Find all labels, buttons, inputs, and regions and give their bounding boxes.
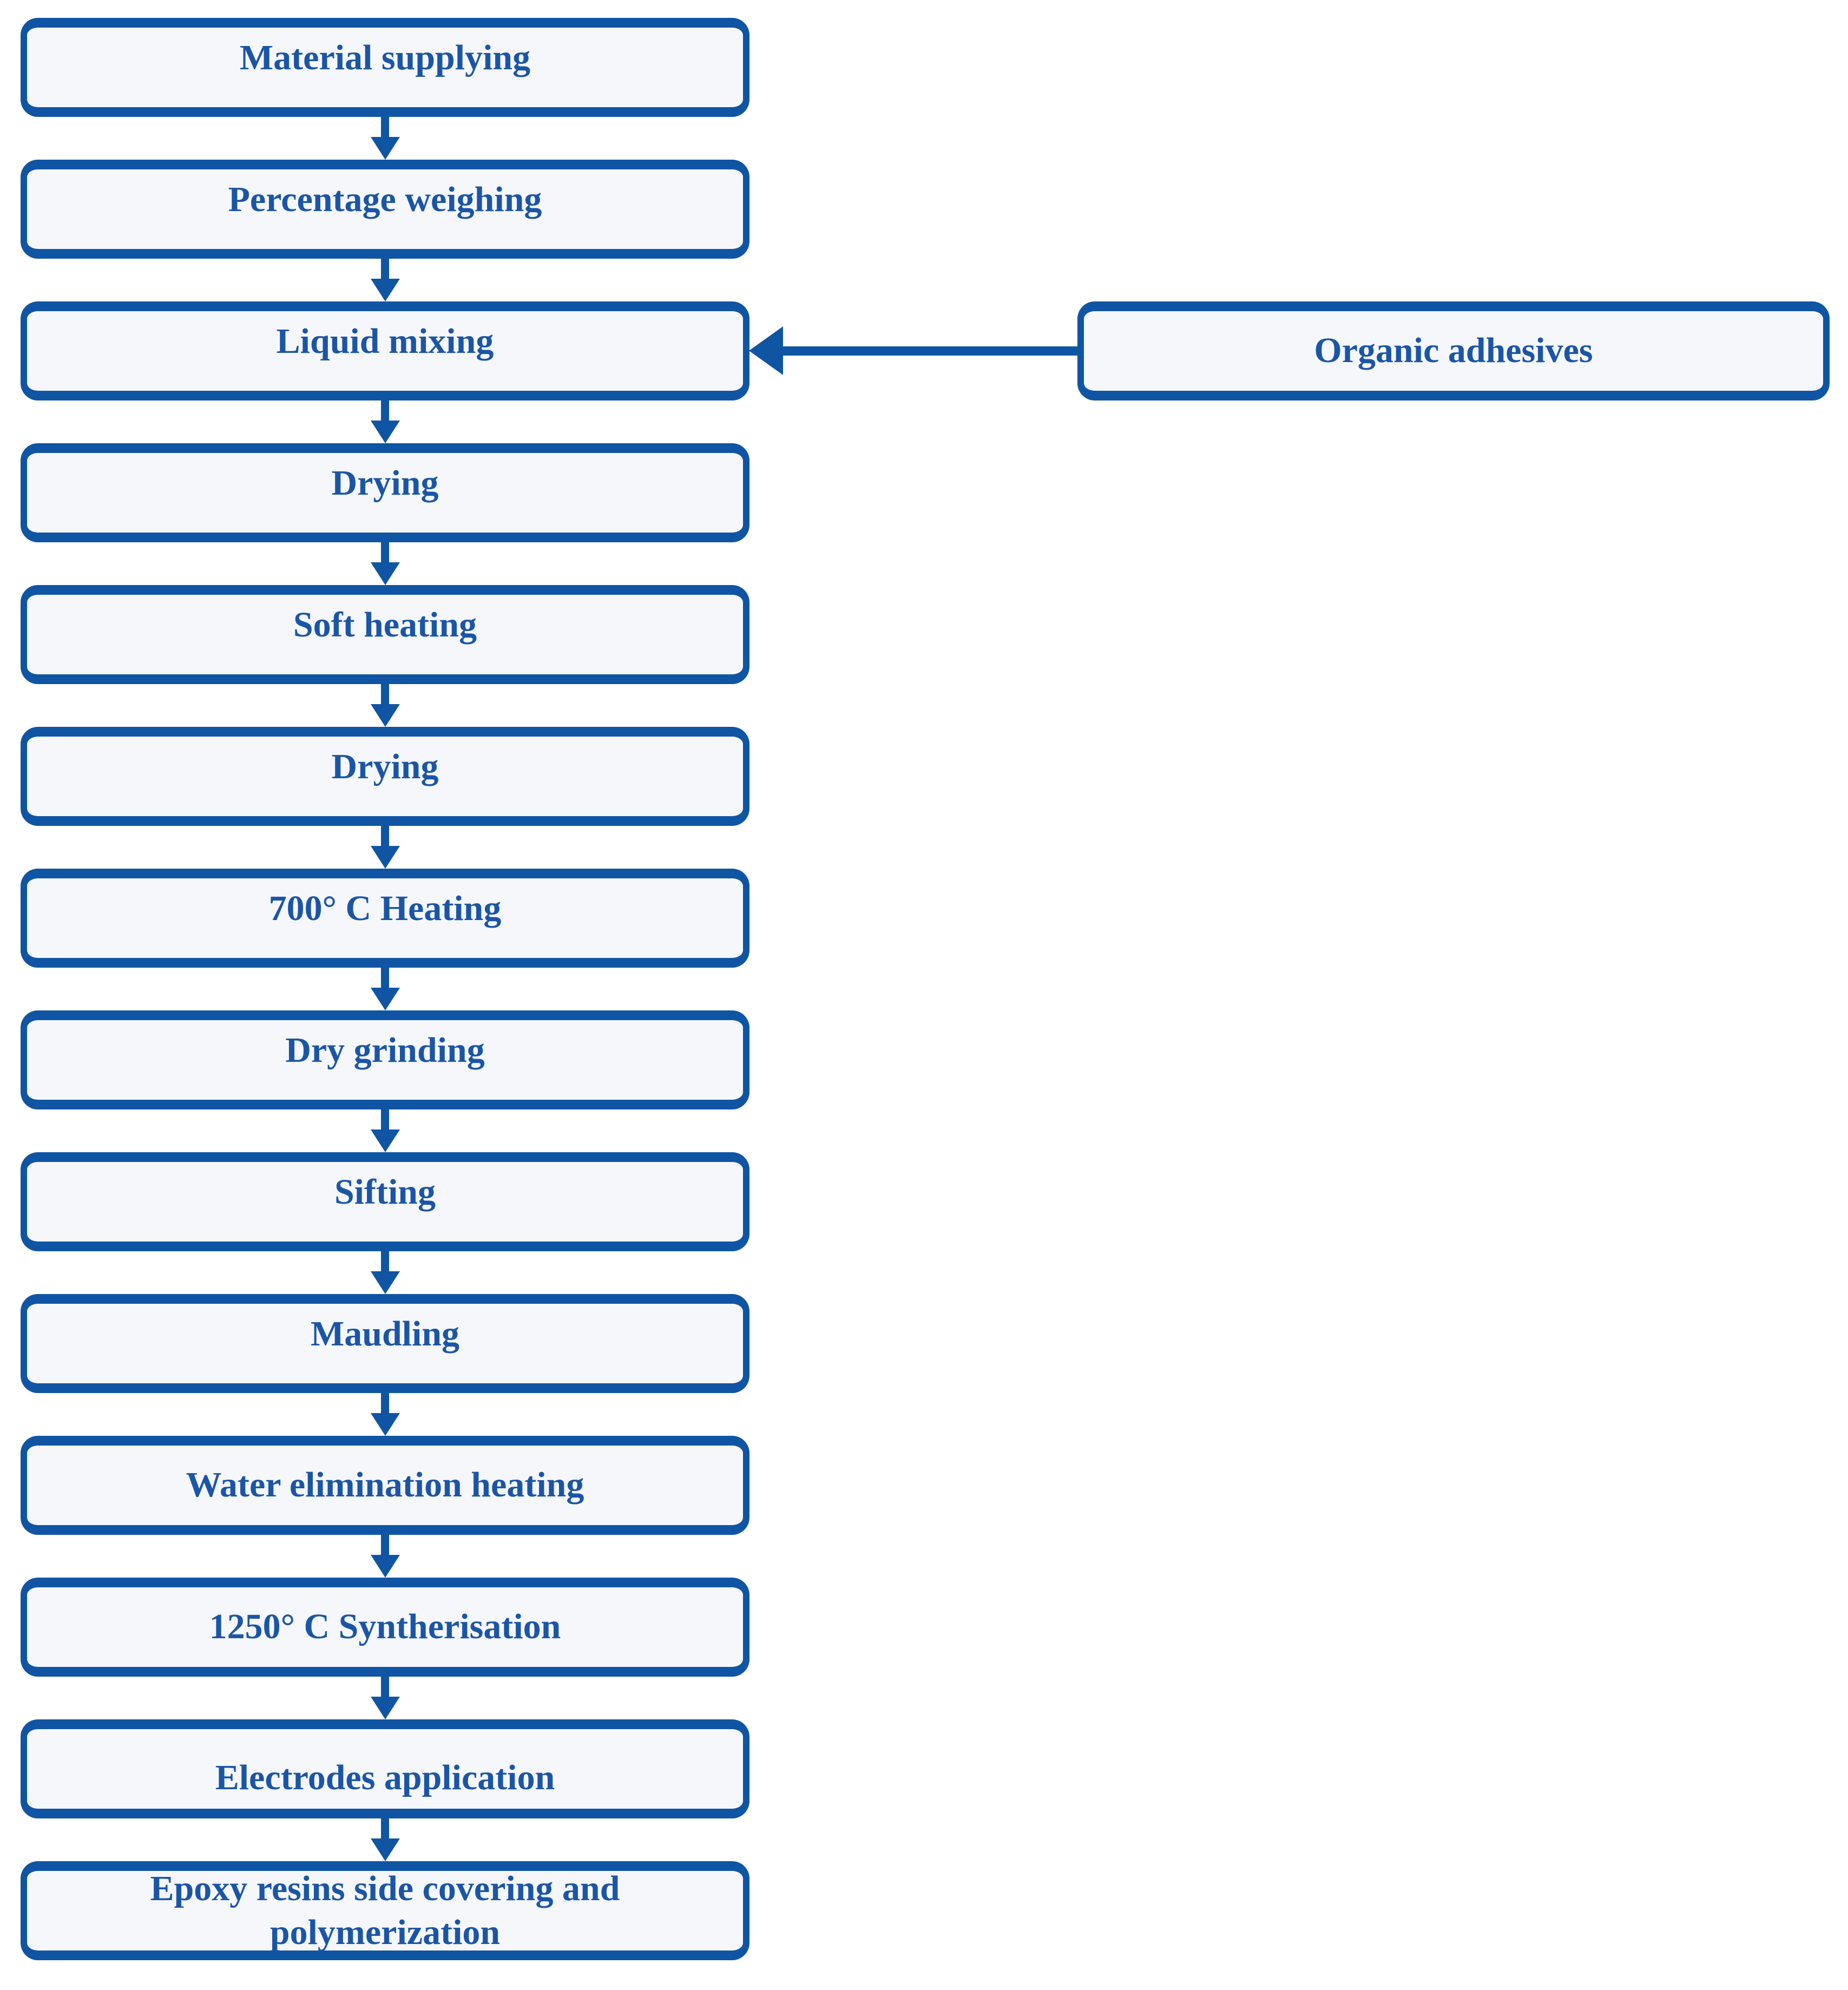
down-arrow-11 [21, 1535, 749, 1578]
node-material-supplying: Material supplying [21, 18, 749, 117]
down-arrow-8 [21, 1109, 749, 1152]
arrow-head-down-icon [370, 1555, 400, 1578]
node-heating-700: 700° C Heating [21, 869, 749, 968]
down-arrow-13 [21, 1818, 749, 1861]
node-drying-2: Drying [21, 727, 749, 826]
main-flow-column: Material supplying Percentage weighing L… [21, 18, 749, 1960]
arrow-stem [381, 1251, 389, 1271]
arrow-head-down-icon [370, 279, 400, 301]
node-label: Soft heating [293, 605, 477, 645]
arrow-stem [381, 1393, 389, 1413]
arrow-stem [381, 117, 389, 137]
arrow-stem [381, 400, 389, 421]
arrow-head-down-icon [370, 1271, 400, 1294]
node-electrodes-application: Electrodes application [21, 1719, 749, 1818]
down-arrow-1 [21, 117, 749, 160]
arrow-head-down-icon [370, 1838, 400, 1861]
node-soft-heating: Soft heating [21, 585, 749, 684]
node-drying-1: Drying [21, 443, 749, 542]
arrow-stem [381, 1535, 389, 1555]
node-syntherisation-1250: 1250° C Syntherisation [21, 1578, 749, 1677]
down-arrow-3 [21, 400, 749, 443]
arrow-head-down-icon [370, 421, 400, 443]
down-arrow-9 [21, 1251, 749, 1294]
node-label: Maudling [310, 1314, 460, 1354]
node-organic-adhesives: Organic adhesives [1077, 301, 1830, 400]
arrow-head-down-icon [370, 704, 400, 727]
node-label: 1250° C Syntherisation [209, 1607, 561, 1647]
node-label: Water elimination heating [186, 1465, 584, 1505]
node-label: Percentage weighing [228, 180, 542, 219]
node-label: 700° C Heating [268, 889, 502, 928]
arrow-stem [381, 1677, 389, 1697]
arrow-head-down-icon [370, 1697, 400, 1719]
arrow-head-left-icon [749, 326, 783, 375]
node-percentage-weighing: Percentage weighing [21, 160, 749, 259]
arrow-head-down-icon [370, 137, 400, 160]
down-arrow-7 [21, 968, 749, 1010]
arrow-stem [381, 826, 389, 846]
down-arrow-4 [21, 542, 749, 585]
down-arrow-12 [21, 1677, 749, 1719]
down-arrow-5 [21, 684, 749, 727]
arrow-stem [381, 1818, 389, 1838]
arrow-head-down-icon [370, 562, 400, 585]
node-label: Drying [331, 463, 439, 503]
arrow-head-down-icon [370, 846, 400, 869]
node-label: Material supplying [239, 38, 531, 77]
node-dry-grinding: Dry grinding [21, 1010, 749, 1109]
arrow-stem [381, 968, 389, 988]
arrow-head-down-icon [370, 988, 400, 1010]
node-water-elimination-heating: Water elimination heating [21, 1436, 749, 1535]
arrow-stem [381, 684, 389, 704]
arrow-stem [381, 259, 389, 279]
side-arrow-stem [783, 346, 1080, 356]
node-label: Liquid mixing [276, 321, 494, 361]
arrow-stem [381, 1109, 389, 1129]
node-maudling: Maudling [21, 1294, 749, 1393]
arrow-head-down-icon [370, 1413, 400, 1436]
node-label: Dry grinding [285, 1030, 485, 1070]
node-liquid-mixing: Liquid mixing [21, 301, 749, 400]
node-label: Organic adhesives [1314, 331, 1593, 371]
node-label: Electrodes application [215, 1758, 555, 1798]
node-sifting: Sifting [21, 1152, 749, 1251]
arrow-stem [381, 542, 389, 562]
down-arrow-2 [21, 259, 749, 301]
down-arrow-6 [21, 826, 749, 869]
down-arrow-10 [21, 1393, 749, 1436]
node-label: Epoxy resins side covering and polymeriz… [150, 1868, 620, 1952]
node-label: Sifting [334, 1172, 436, 1212]
arrow-head-down-icon [370, 1129, 400, 1152]
node-epoxy-covering: Epoxy resins side covering and polymeriz… [21, 1861, 749, 1960]
node-label: Drying [331, 747, 439, 786]
